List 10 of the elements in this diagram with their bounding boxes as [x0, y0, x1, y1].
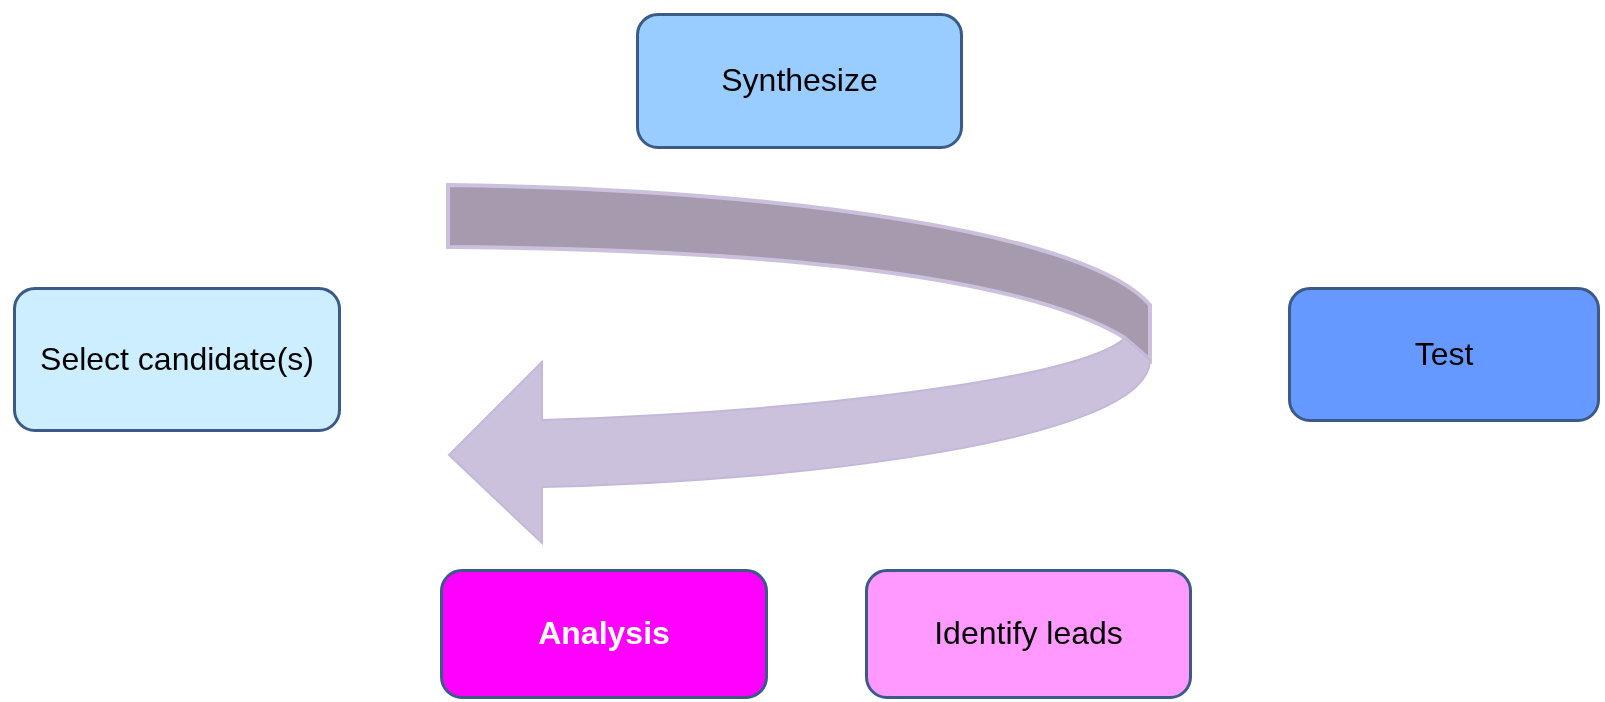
box-label: Select candidate(s) [40, 339, 314, 379]
process-box [636, 13, 963, 149]
box-label: Synthesize [721, 61, 878, 101]
process-box [13, 287, 341, 432]
process-box [865, 569, 1192, 699]
process-box [440, 569, 768, 699]
process-box [1288, 287, 1600, 422]
box-label: Analysis [538, 614, 670, 654]
box-label: Identify leads [934, 614, 1123, 654]
box-label: Test [1414, 334, 1474, 374]
